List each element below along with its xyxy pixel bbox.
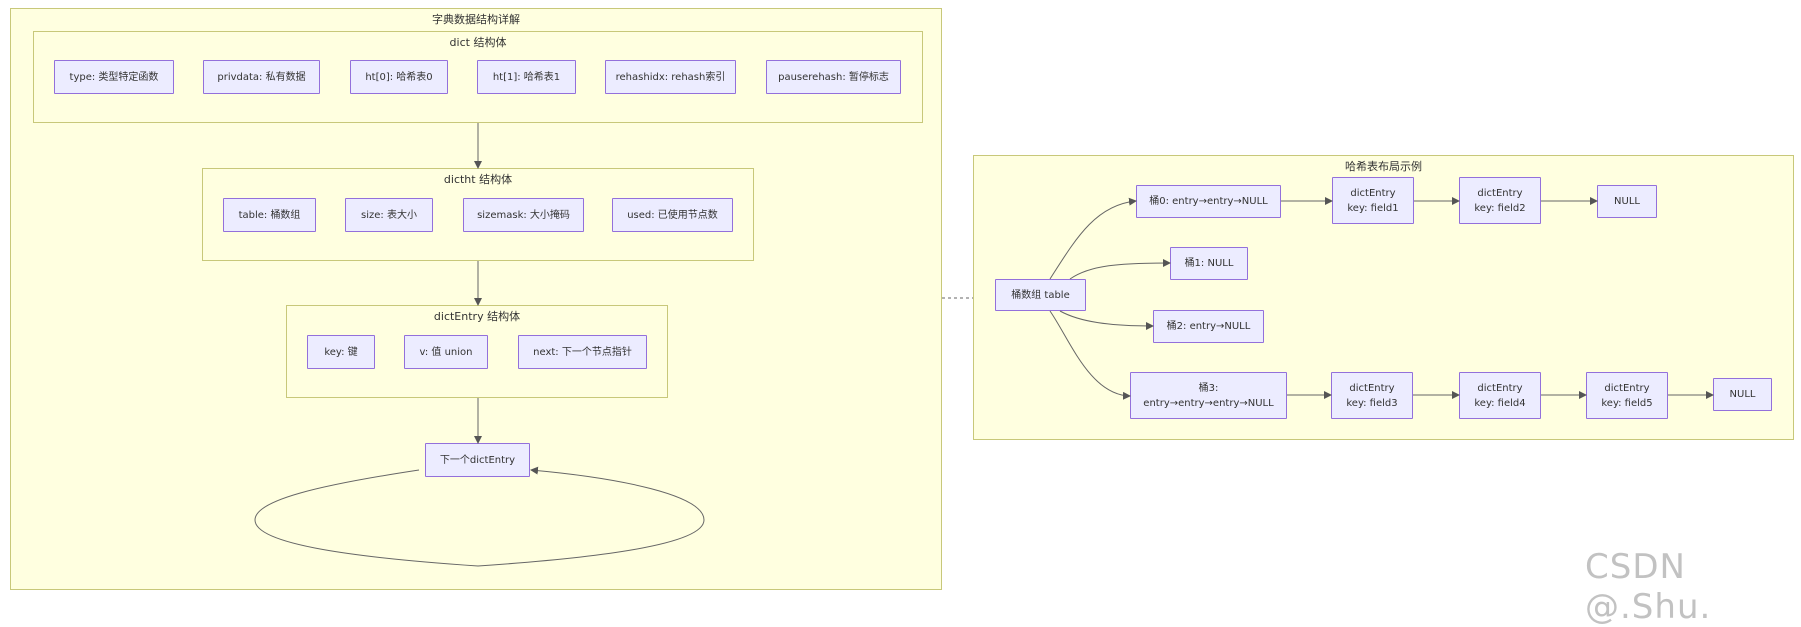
dict-field-rehashidx-label: rehashidx: rehash索引 [615,71,726,83]
csdn-watermark: CSDN @.Shu. [1585,547,1712,627]
entry-field3-key: key: field3 [1346,397,1398,409]
dict-cluster-title: dict 结构体 [449,36,507,49]
dictentry-field-value-label: v: 值 union [419,346,473,358]
hash-example-title: 哈希表布局示例 [1345,160,1422,173]
dictht-field-size-label: size: 表大小 [361,209,417,221]
bucket1-label: 桶1: NULL [1184,258,1234,269]
next-dictentry-node: 下一个dictEntry [425,443,530,477]
entry-field2-key: key: field2 [1474,202,1526,214]
null-node-1: NULL [1597,185,1657,218]
bucket-array-node: 桶数组 table [995,279,1086,311]
null-node-2: NULL [1713,378,1772,411]
main-cluster-title: 字典数据结构详解 [432,13,520,26]
entry-field5-key: key: field5 [1601,397,1653,409]
entry-field4-key: key: field4 [1474,397,1526,409]
dict-field-ht1-label: ht[1]: 哈希表1 [492,71,561,83]
bucket2-label: 桶2: entry→NULL [1166,321,1251,332]
dict-field-privdata-label: privdata: 私有数据 [217,71,306,83]
bucket1-node: 桶1: NULL [1170,247,1248,280]
dict-field-rehashidx: rehashidx: rehash索引 [605,60,736,94]
bucket3-node: 桶3: entry→entry→entry→NULL [1130,372,1287,419]
dictht-cluster-title: dictht 结构体 [443,173,513,186]
bucket3-label-line2: entry→entry→entry→NULL [1143,397,1274,409]
dictht-field-sizemask: sizemask: 大小掩码 [463,198,584,232]
next-dictentry-label: 下一个dictEntry [439,454,516,466]
dict-field-pauserehash: pauserehash: 暂停标志 [766,60,901,94]
bucket-array-label: 桶数组 table [1011,289,1070,301]
bucket2-node: 桶2: entry→NULL [1153,310,1264,343]
dictht-field-table-label: table: 桶数组 [238,209,301,221]
entry-field4-title: dictEntry [1477,382,1523,394]
dictht-field-sizemask-label: sizemask: 大小掩码 [477,209,570,221]
dictentry-field-next-label: next: 下一个节点指针 [533,346,632,358]
entry-field3-title: dictEntry [1349,382,1395,394]
dictentry-cluster-title: dictEntry 结构体 [433,310,521,323]
dict-field-pauserehash-label: pauserehash: 暂停标志 [778,71,889,83]
dict-field-ht0: ht[0]: 哈希表0 [350,60,448,94]
dict-field-type-label: type: 类型特定函数 [69,71,159,83]
dict-field-type: type: 类型特定函数 [54,60,174,94]
entry-field2-title: dictEntry [1477,187,1523,199]
entry-field2-node: dictEntry key: field2 [1459,177,1541,224]
dict-field-privdata: privdata: 私有数据 [203,60,320,94]
dictht-field-used: used: 已使用节点数 [612,198,733,232]
dict-field-ht0-label: ht[0]: 哈希表0 [365,71,433,83]
entry-field3-node: dictEntry key: field3 [1331,372,1413,419]
dictht-field-used-label: used: 已使用节点数 [627,209,718,221]
null-node-2-label: NULL [1729,389,1756,400]
null-node-1-label: NULL [1614,196,1640,207]
entry-field1-node: dictEntry key: field1 [1332,177,1414,224]
dictentry-field-value: v: 值 union [404,335,488,369]
dictht-field-size: size: 表大小 [345,198,433,232]
dictht-field-table: table: 桶数组 [223,198,316,232]
bucket0-node: 桶0: entry→entry→NULL [1136,185,1281,218]
entry-field5-title: dictEntry [1604,382,1650,394]
dictentry-field-next: next: 下一个节点指针 [518,335,647,369]
entry-field1-title: dictEntry [1350,187,1396,199]
bucket0-label: 桶0: entry→entry→NULL [1149,196,1268,207]
entry-field1-key: key: field1 [1347,202,1399,214]
dictentry-field-key: key: 键 [307,335,375,369]
entry-field4-node: dictEntry key: field4 [1459,372,1541,419]
bucket3-label-line1: 桶3: [1198,382,1219,394]
dict-field-ht1: ht[1]: 哈希表1 [477,60,576,94]
entry-field5-node: dictEntry key: field5 [1586,372,1668,419]
dictentry-field-key-label: key: 键 [324,346,358,358]
